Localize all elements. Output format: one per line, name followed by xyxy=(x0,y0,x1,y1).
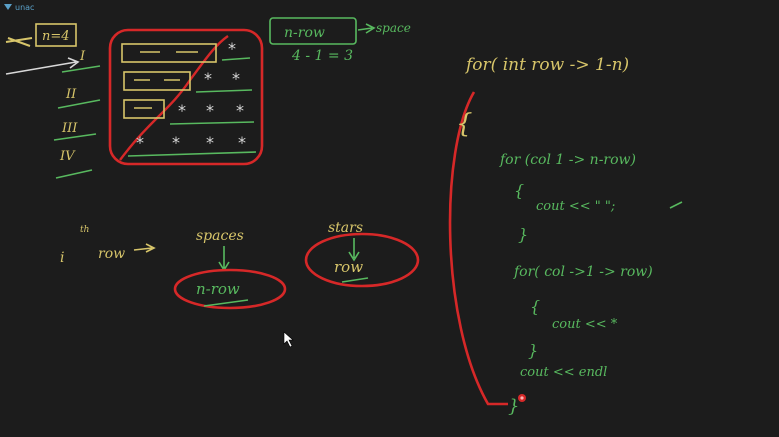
spaces-row-2 xyxy=(123,71,191,91)
spaces-label: spaces xyxy=(196,228,244,244)
row-labels: I II III IV xyxy=(53,49,101,179)
spaces-note-target: space xyxy=(376,21,411,35)
inner-brace-2-close: } xyxy=(528,341,538,360)
spaces-value: n-row xyxy=(196,280,240,298)
mouse-cursor-icon xyxy=(283,331,294,348)
spaces-example: 4 - 1 = 3 xyxy=(291,48,353,64)
row-word: row xyxy=(98,246,125,262)
inner-brace-1-open: { xyxy=(514,181,524,200)
logo-text: unac xyxy=(15,3,34,12)
stars-value: row xyxy=(334,258,363,276)
stars-circle xyxy=(304,232,420,288)
spaces-row-3 xyxy=(123,99,165,119)
outer-close-brace: } xyxy=(508,396,519,417)
diagonal-divider xyxy=(119,35,229,161)
inner-loop-1: for (col 1 -> n-row) xyxy=(499,152,636,168)
row-label-2: II xyxy=(65,87,77,102)
pen-cursor-highlight xyxy=(520,396,524,400)
outer-open-brace: { xyxy=(456,109,473,139)
star-underlines xyxy=(127,57,257,157)
star: * xyxy=(228,39,236,58)
spaces-circle xyxy=(173,268,287,310)
n-label-box xyxy=(35,23,77,47)
star: * xyxy=(206,101,214,120)
stars-label: stars xyxy=(328,220,363,236)
star: * xyxy=(136,133,144,152)
row-superscript: th xyxy=(80,225,89,235)
stars-grid: * * * * * * * * * * xyxy=(136,39,246,152)
inner-body-2: cout << * xyxy=(552,317,618,332)
star: * xyxy=(204,69,212,88)
spaces-row-1 xyxy=(121,43,217,63)
n-scribble xyxy=(5,37,33,47)
inner-loop-2: for( col ->1 -> row) xyxy=(513,264,653,280)
spaces-down-arrow xyxy=(218,246,230,272)
row-label-3: III xyxy=(61,121,78,136)
pattern-outline xyxy=(108,28,264,166)
logo-icon xyxy=(4,4,12,10)
inner-brace-1-close: } xyxy=(518,225,528,244)
row-prefix: i xyxy=(60,250,64,266)
outer-loop: for( int row -> 1-n) xyxy=(464,55,629,75)
spaces-value-underline xyxy=(203,299,249,307)
stars-down-arrow xyxy=(348,238,360,262)
row-label-1: I xyxy=(79,49,86,64)
n-label-group: n=4 xyxy=(5,23,80,75)
spaces-note-box xyxy=(269,17,357,45)
star: * xyxy=(172,133,180,152)
spaces-note-arrow xyxy=(357,23,376,34)
code-block: for( int row -> 1-n) { for (col 1 -> n-r… xyxy=(448,55,683,417)
endl-statement: cout << endl xyxy=(520,365,607,380)
stars-value-underline xyxy=(341,277,369,283)
loop-red-bracket xyxy=(448,91,508,406)
star: * xyxy=(178,101,186,120)
pattern-box: * * * * * * * * * * xyxy=(108,28,264,166)
star: * xyxy=(232,69,240,88)
inner-body-1: cout << " "; xyxy=(536,199,615,214)
star: * xyxy=(236,101,244,120)
row-underlines xyxy=(53,65,101,179)
spaces-note-text: n-row xyxy=(284,25,325,41)
row-label-4: IV xyxy=(59,149,76,164)
space-dashes xyxy=(134,51,198,109)
spaces-note: n-row space 4 - 1 = 3 xyxy=(269,17,411,64)
star: * xyxy=(206,133,214,152)
pointer-arrow xyxy=(5,57,80,75)
n-label: n=4 xyxy=(42,29,70,44)
inner-body-1-mark xyxy=(669,201,683,209)
row-arrow xyxy=(133,243,156,253)
app-logo: unac xyxy=(4,3,34,12)
star: * xyxy=(238,133,246,152)
inner-brace-2-open: { xyxy=(530,297,540,316)
explanation: i th row spaces n-row stars row xyxy=(60,220,420,310)
